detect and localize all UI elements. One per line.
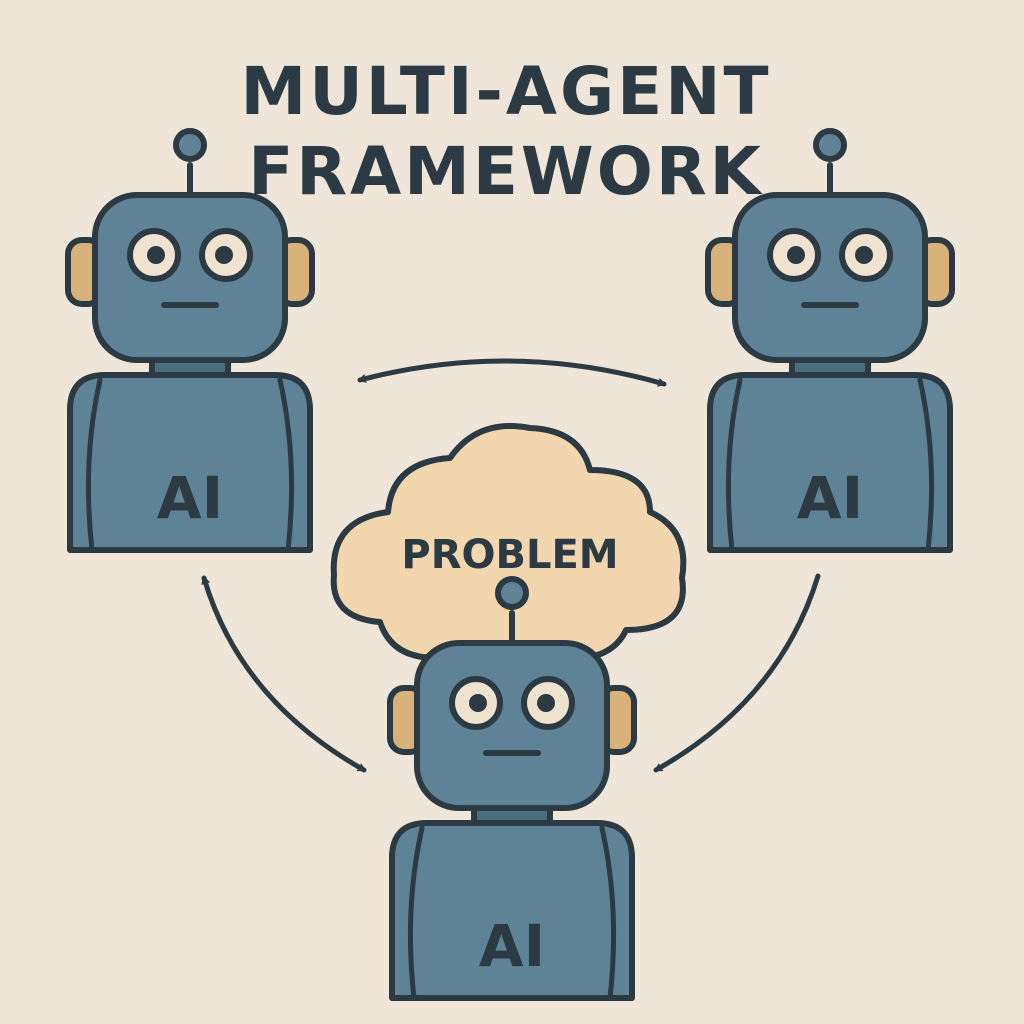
arrow-top-right-to-bottom: [653, 573, 821, 773]
robot-agent-bottom: AI: [390, 579, 634, 998]
problem-cloud: PROBLEM: [330, 423, 687, 672]
arrow-top-left-to-top-right: [357, 358, 667, 387]
problem-label: PROBLEM: [401, 532, 618, 578]
agent-label: AI: [157, 464, 223, 532]
robot-agent-top-left: AI: [68, 131, 312, 550]
title-line-2: FRAMEWORK: [248, 133, 764, 210]
agent-label: AI: [479, 912, 545, 980]
title-line-1: MULTI-AGENT: [241, 53, 772, 130]
arrow-top-left-to-bottom: [201, 575, 367, 773]
agent-label: AI: [797, 464, 863, 532]
robot-agent-top-right: AI: [708, 131, 952, 550]
